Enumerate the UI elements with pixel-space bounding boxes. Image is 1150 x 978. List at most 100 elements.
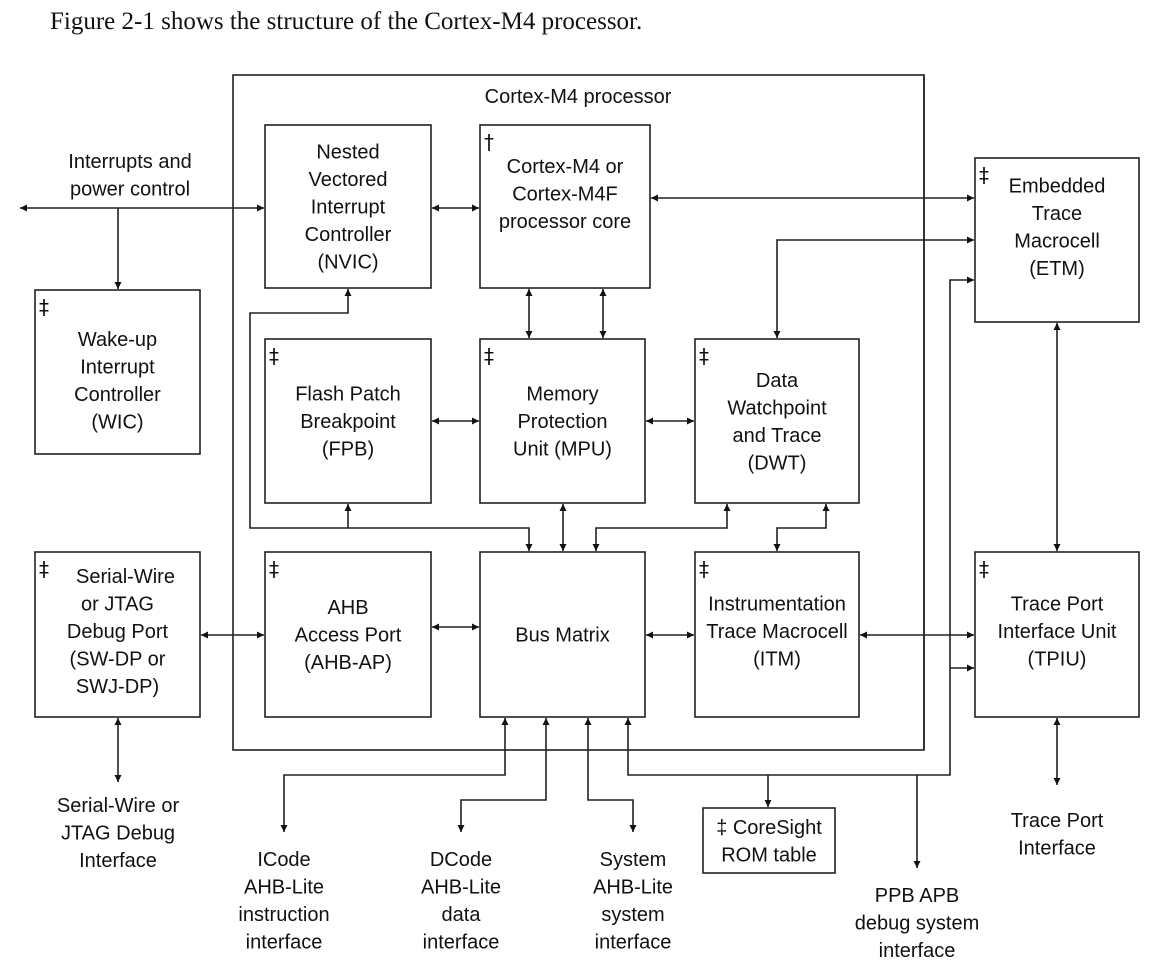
wic-label-line: Interrupt: [80, 356, 155, 378]
ahbap-marker: ‡: [269, 557, 279, 581]
core-box: [479, 124, 651, 289]
processor-title: Cortex-M4 processor: [485, 86, 672, 108]
fpb-label-line: Flash Patch: [295, 384, 401, 406]
external-label-line: system: [601, 904, 664, 926]
ahbap-label-line: AHB: [327, 597, 368, 619]
core-label-line: Cortex-M4F: [512, 183, 618, 205]
swdp-label-line: or JTAG: [81, 594, 154, 616]
dwt-box: [694, 338, 860, 504]
wic-marker: ‡: [39, 295, 49, 319]
etm-label-line: Trace: [1032, 203, 1082, 225]
etm-label-line: Embedded: [1009, 176, 1106, 198]
external-label-line: Serial-Wire or: [57, 795, 180, 817]
fpb-box: [264, 338, 432, 504]
external-label-line: interface: [879, 940, 956, 962]
romtable-label-line: ROM table: [721, 844, 817, 866]
tpiu-label-line: Interface Unit: [998, 621, 1117, 643]
external-label-line: JTAG Debug: [61, 823, 175, 845]
external-label-line: data: [442, 904, 482, 926]
nvic-label-line: (NVIC): [317, 252, 378, 274]
external-label-line: instruction: [238, 904, 329, 926]
etm-label-line: (ETM): [1029, 258, 1085, 280]
itm-label-line: Instrumentation: [708, 594, 846, 616]
dwt-bus-link: [592, 504, 731, 551]
ahbap-label-line: (AHB-AP): [304, 652, 392, 674]
wic-label-line: (WIC): [91, 411, 143, 433]
external-label-line: PPB APB: [875, 885, 960, 907]
wic-label-line: Controller: [74, 384, 161, 406]
itm-box: [694, 551, 860, 718]
tpiu-marker: ‡: [979, 557, 989, 581]
dwt-itm-link: [773, 504, 830, 551]
itm-label-line: (ITM): [753, 649, 801, 671]
dwt-label-line: Data: [756, 370, 799, 392]
etm-box: [974, 157, 1140, 323]
external-label-line: ICode: [257, 849, 310, 871]
core-marker: †: [484, 130, 494, 154]
mpu-marker: ‡: [484, 344, 494, 368]
external-label-line: interface: [246, 932, 323, 954]
swdp-label-line: SWJ-DP): [76, 676, 159, 698]
external-label-line: Trace Port: [1011, 810, 1104, 832]
external-label-ppb: PPB APB debug system interface: [855, 885, 980, 962]
romtable-box: [702, 807, 836, 874]
tpiu-label-line: (TPIU): [1028, 649, 1087, 671]
mpu-label-line: Unit (MPU): [513, 439, 612, 461]
etm-marker: ‡: [979, 163, 989, 187]
romtable-label-line: ‡ CoreSight: [716, 817, 822, 839]
bus-nvic-link: [249, 289, 533, 551]
fpb-label-line: (FPB): [322, 439, 374, 461]
dwt-label-line: Watchpoint: [727, 397, 827, 419]
core-label-line: processor core: [499, 211, 631, 233]
mpu-label-line: Memory: [526, 384, 598, 406]
connections: [20, 75, 1061, 868]
tpiu-label-line: Trace Port: [1011, 594, 1104, 616]
swdp-label-line: Debug Port: [67, 621, 169, 643]
etm-label-line: Macrocell: [1014, 231, 1100, 253]
external-label-line: interface: [423, 932, 500, 954]
mpu-box: [479, 338, 646, 504]
external-label-line: Interface: [79, 850, 157, 872]
external-label-line: power control: [70, 179, 190, 201]
external-label-line: DCode: [430, 849, 492, 871]
swdp-box: [34, 551, 201, 718]
fpb-marker: ‡: [269, 344, 279, 368]
block-core: † Cortex-M4 or Cortex-M4F processor core: [479, 124, 651, 289]
wic-box: [34, 289, 201, 455]
external-label-line: Interrupts and: [68, 151, 191, 173]
busmatrix-label-line: Bus Matrix: [515, 625, 609, 647]
external-label-line: debug system: [855, 913, 980, 935]
nvic-label-line: Vectored: [309, 169, 388, 191]
external-label-line: AHB-Lite: [421, 877, 501, 899]
fpb-label-line: Breakpoint: [300, 411, 396, 433]
nvic-label-line: Nested: [316, 142, 379, 164]
ahbap-label-line: Access Port: [295, 625, 402, 647]
wic-label-line: Wake-up: [78, 329, 157, 351]
dcode-link: [457, 718, 550, 832]
icode-link: [280, 718, 509, 832]
external-label-interrupts: Interrupts and power control: [68, 151, 191, 201]
external-label-line: AHB-Lite: [593, 877, 673, 899]
external-label-line: System: [600, 849, 667, 871]
block-busmatrix: Bus Matrix: [479, 551, 646, 718]
itm-marker: ‡: [699, 557, 709, 581]
ppb-etm-link: [624, 276, 974, 776]
core-label-line: Cortex-M4 or: [507, 156, 624, 178]
nvic-label-line: Controller: [305, 224, 392, 246]
external-label-line: Interface: [1018, 838, 1096, 860]
dwt-marker: ‡: [699, 344, 709, 368]
